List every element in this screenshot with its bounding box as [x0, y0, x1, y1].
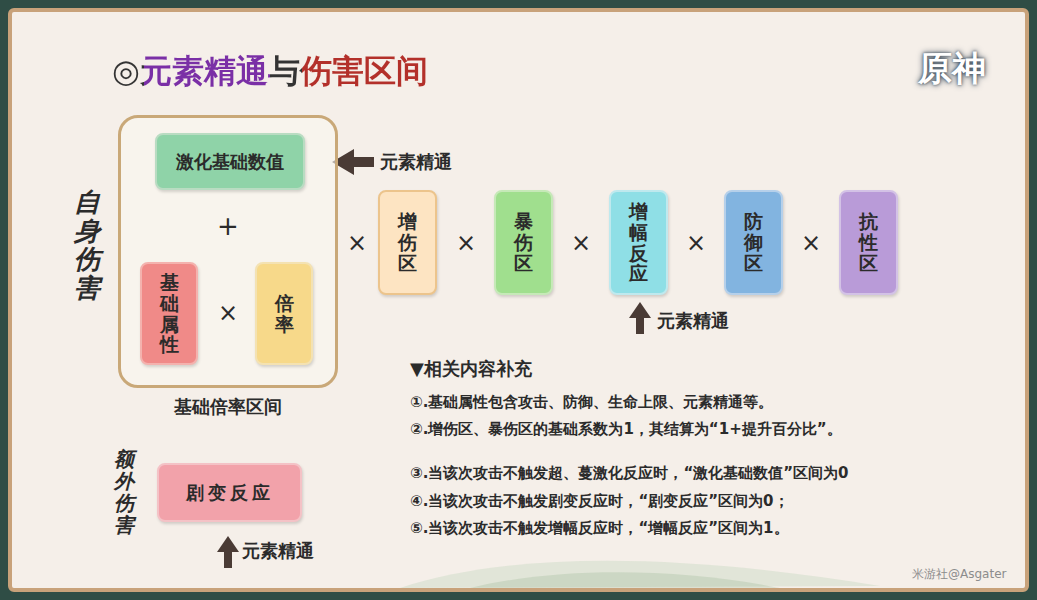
box-label: 基础属性 — [160, 272, 179, 356]
side-heading: 额外伤害 — [114, 448, 134, 536]
input-label: 元素精通 — [657, 309, 729, 333]
input-label: 元素精通 — [242, 539, 314, 563]
note: ③.当该次攻击不触发超、蔓激化反应时，“激化基础数值”区间为0 — [410, 464, 849, 483]
note: ④.当该次攻击不触发剧变反应时，“剧变反应”区间为0； — [410, 492, 789, 511]
operator: × — [347, 229, 367, 257]
operator: × — [456, 229, 476, 257]
box-label: 倍率 — [275, 293, 294, 335]
box-label: 防御区 — [744, 211, 763, 274]
figure-swoosh — [470, 572, 780, 588]
input-label: 元素精通 — [380, 150, 452, 174]
factor-box: 增幅反应 — [609, 190, 668, 295]
box-label: 抗性区 — [859, 211, 878, 274]
box-label: 增幅反应 — [629, 201, 648, 285]
factor-box: 暴伤区 — [494, 190, 553, 295]
operator: × — [218, 299, 238, 327]
panel — [10, 10, 1027, 590]
title: ◎元素精通与伤害区间 — [112, 50, 428, 94]
side-heading: 自身伤害 — [74, 188, 100, 302]
arrow-up — [629, 302, 651, 334]
group-box: 基础倍率区间激化基础数值基础属性倍率 — [118, 115, 338, 388]
factor-box: 抗性区 — [839, 190, 898, 295]
operator: × — [801, 229, 821, 257]
watermark: 米游社@Asgater — [912, 566, 1006, 583]
reaction-box: 剧变反应 — [157, 463, 302, 522]
box-label: 增伤区 — [398, 211, 417, 274]
notes-heading: ▼相关内容补充 — [410, 357, 532, 381]
box-label: 暴伤区 — [514, 211, 533, 274]
note: ⑤.当该次攻击不触发增幅反应时，“增幅反应”区间为1。 — [410, 519, 789, 538]
logo: 原神 — [918, 46, 986, 92]
arrow-left — [332, 149, 374, 175]
box-label: 激化基础数值 — [176, 150, 284, 174]
box-label: 剧变反应 — [186, 481, 274, 505]
title-wrap: ◎元素精通与伤害区间 — [112, 50, 428, 94]
operator: × — [571, 229, 591, 257]
note: ①.基础属性包含攻击、防御、生命上限、元素精通等。 — [410, 393, 773, 412]
figure-swoosh — [400, 561, 880, 588]
operator: + — [217, 211, 239, 241]
factor-box: 防御区 — [724, 190, 783, 295]
term-box: 激化基础数值 — [155, 133, 305, 190]
term-box: 倍率 — [255, 262, 313, 365]
term-box: 基础属性 — [140, 262, 198, 365]
arrow-up — [217, 536, 239, 568]
factor-box: 增伤区 — [378, 190, 437, 295]
note: ②.增伤区、暴伤区的基础系数为1，其结算为“1+提升百分比”。 — [410, 420, 842, 439]
group-heading: 基础倍率区间 — [174, 395, 282, 419]
operator: × — [686, 229, 706, 257]
